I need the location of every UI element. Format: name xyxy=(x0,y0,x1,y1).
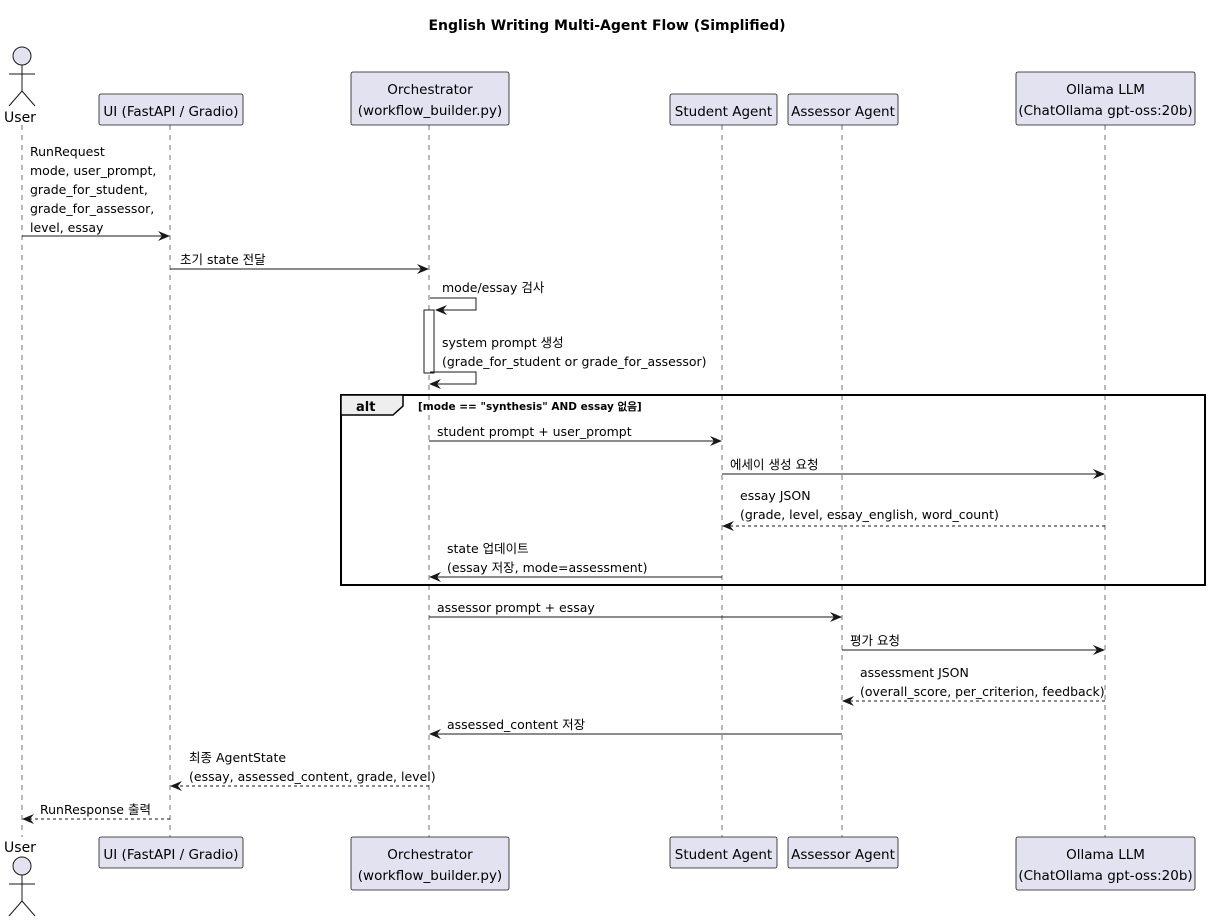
bottom-participant-assessor: Assessor Agent xyxy=(787,836,899,869)
message-8: state 업데이트 (essay 저장, mode=assessment) xyxy=(429,541,722,582)
message-4: system prompt 생성 (grade_for_student or gr… xyxy=(429,335,707,389)
top-actor: User xyxy=(4,46,36,126)
message-label: level, essay xyxy=(30,220,104,235)
top-participant-llm: Ollama LLM (ChatOllama gpt-oss:20b) xyxy=(1015,71,1196,126)
participant-label: (workflow_builder.py) xyxy=(358,868,502,884)
actor-leg-right xyxy=(21,900,36,917)
participant-box xyxy=(98,836,244,869)
actor-leg-left xyxy=(8,90,23,107)
message-label: RunResponse 출력 xyxy=(40,802,151,817)
participant-box xyxy=(350,836,510,891)
messages: RunRequest mode, user_prompt, grade_for_st… xyxy=(22,144,1105,824)
lifelines xyxy=(21,125,1106,837)
actor-leg-right xyxy=(21,90,36,107)
participant-label: (ChatOllama gpt-oss:20b) xyxy=(1018,103,1192,119)
fragment-condition: [mode == "synthesis" AND essay 없음] xyxy=(418,400,642,413)
message-label: mode/essay 검사 xyxy=(442,280,545,295)
participant-label: UI (FastAPI / Gradio) xyxy=(103,104,238,120)
message-arrow xyxy=(429,371,477,389)
actor-head xyxy=(12,46,32,66)
participant-label: Assessor Agent xyxy=(791,847,895,863)
participant-box xyxy=(1015,836,1196,891)
participant-label: UI (FastAPI / Gradio) xyxy=(103,847,238,863)
message-5: student prompt + user_prompt xyxy=(429,424,722,446)
participant-box xyxy=(669,836,778,869)
bottom-participant-llm: Ollama LLM (ChatOllama gpt-oss:20b) xyxy=(1015,836,1196,891)
message-label: 평가 요청 xyxy=(850,633,900,648)
participant-label: (workflow_builder.py) xyxy=(358,103,502,119)
participant-label: Student Agent xyxy=(675,104,772,120)
participant-label: Student Agent xyxy=(675,847,772,863)
orchestrator-activation xyxy=(423,309,435,374)
participant-box xyxy=(787,93,899,126)
participant-box xyxy=(350,71,510,126)
fragment-frame xyxy=(340,394,1206,586)
message-label: mode, user_prompt, xyxy=(30,163,156,178)
message-1: RunRequest mode, user_prompt, grade_for_st… xyxy=(22,144,170,241)
bottom-participant-ui: UI (FastAPI / Gradio) xyxy=(98,836,244,869)
fragment-tab xyxy=(340,394,404,416)
message-label: grade_for_assessor, xyxy=(30,201,154,216)
message-label: (grade, level, essay_english, word_count… xyxy=(740,507,999,522)
message-label: essay JSON xyxy=(740,488,811,503)
participant-label: Ollama LLM xyxy=(1066,847,1145,863)
participant-box xyxy=(787,836,899,869)
message-9: assessor prompt + essay xyxy=(429,600,842,622)
message-label: (grade_for_student or grade_for_assessor… xyxy=(442,354,707,369)
participants-top: User UI (FastAPI / Gradio) Orchestrator (wo… xyxy=(4,46,1196,126)
message-label: student prompt + user_prompt xyxy=(437,424,632,439)
message-label: (essay, assessed_content, grade, level) xyxy=(189,769,436,784)
participant-label: Orchestrator xyxy=(387,82,473,98)
message-label: system prompt 생성 xyxy=(442,335,564,350)
message-label: 최종 AgentState xyxy=(189,750,286,765)
message-arrow xyxy=(430,297,477,315)
message-label: assessed_content 저장 xyxy=(447,717,586,732)
top-participant-ui: UI (FastAPI / Gradio) xyxy=(98,93,244,126)
top-participant-orch: Orchestrator (workflow_builder.py) xyxy=(350,71,510,126)
fragment-operator: alt xyxy=(356,400,375,415)
message-label: 에세이 생성 요청 xyxy=(730,457,818,472)
participant-box xyxy=(1015,71,1196,126)
message-label: assessor prompt + essay xyxy=(437,600,595,615)
message-label: assessment JSON xyxy=(860,665,969,680)
participant-label: Ollama LLM xyxy=(1066,82,1145,98)
message-13: 최종 AgentState (essay, assessed_content, g… xyxy=(170,750,436,791)
actor-head xyxy=(12,856,32,876)
bottom-participant-orch: Orchestrator (workflow_builder.py) xyxy=(350,836,510,891)
message-label: 초기 state 전달 xyxy=(180,252,266,267)
message-label: (overall_score, per_criterion, feedback) xyxy=(860,684,1105,699)
message-7: essay JSON (grade, level, essay_english, … xyxy=(722,488,1105,531)
participants-bottom: User UI (FastAPI / Gradio) Orchestrator (wo… xyxy=(4,836,1196,917)
message-6: 에세이 생성 요청 xyxy=(722,457,1105,479)
bottom-actor: User xyxy=(4,840,36,917)
message-12: assessed_content 저장 xyxy=(429,717,842,739)
message-2: 초기 state 전달 xyxy=(170,252,429,274)
participant-label: Assessor Agent xyxy=(791,104,895,120)
participant-label: Orchestrator xyxy=(387,847,473,863)
participant-label: (ChatOllama gpt-oss:20b) xyxy=(1018,868,1192,884)
actor-leg-left xyxy=(8,900,23,917)
message-3: mode/essay 검사 xyxy=(430,280,545,315)
message-label: RunRequest xyxy=(30,144,105,159)
activation-layer xyxy=(423,309,435,374)
bottom-actor-label: User xyxy=(4,840,36,856)
participant-box xyxy=(98,93,244,126)
message-11: assessment JSON (overall_score, per_crite… xyxy=(842,665,1105,706)
top-participant-student: Student Agent xyxy=(669,93,778,126)
message-14: RunResponse 출력 xyxy=(22,802,170,824)
top-participant-assessor: Assessor Agent xyxy=(787,93,899,126)
message-label: (essay 저장, mode=assessment) xyxy=(447,560,647,575)
message-label: grade_for_student, xyxy=(30,182,148,197)
top-actor-label: User xyxy=(4,110,36,126)
diagram-title: English Writing Multi-Agent Flow (Simpli… xyxy=(428,18,785,34)
message-10: 평가 요청 xyxy=(842,633,1105,655)
alt-fragment: alt [mode == "synthesis" AND essay 없음] xyxy=(340,394,1206,586)
participant-box xyxy=(669,93,778,126)
bottom-participant-student: Student Agent xyxy=(669,836,778,869)
message-label: state 업데이트 xyxy=(447,541,529,556)
